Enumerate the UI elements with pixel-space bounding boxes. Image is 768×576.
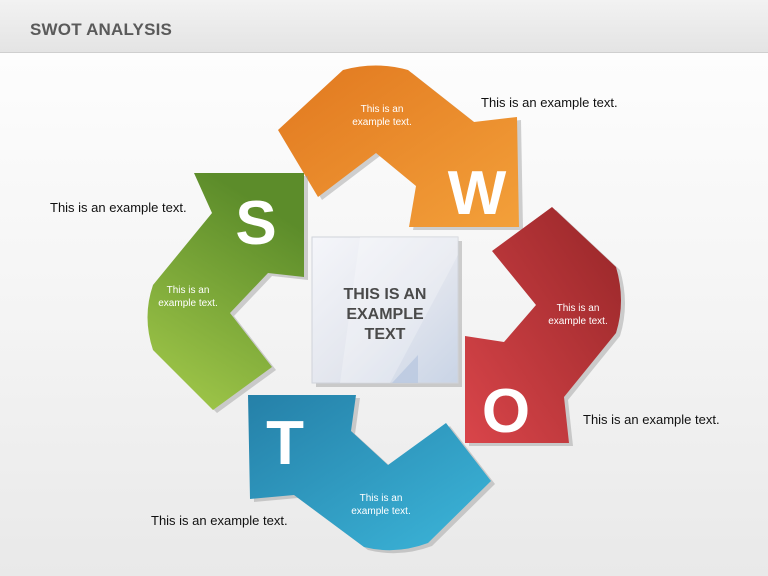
o-arrow-group: O This is an example text. [465, 207, 625, 446]
center-text-3: TEXT [365, 326, 406, 343]
center-box-group: THIS IS AN EXAMPLE TEXT [311, 236, 462, 387]
s-inner-text-2: example text. [158, 298, 217, 309]
w-arrow [278, 65, 519, 227]
t-inner-text-2: example text. [351, 506, 410, 517]
header-bar: SWOT ANALYSIS [0, 0, 768, 53]
center-box-highlight [392, 355, 418, 383]
o-inner-text-2: example text. [548, 316, 607, 327]
w-arrow-group: W This is an example text. [278, 65, 523, 230]
w-letter: W [448, 159, 507, 228]
center-text-1: THIS IS AN [344, 286, 427, 303]
w-inner-text-2: example text. [352, 117, 411, 128]
s-letter: S [235, 189, 276, 258]
w-side-text: This is an example text. [481, 95, 618, 110]
s-side-text: This is an example text. [50, 200, 187, 215]
center-text-2: EXAMPLE [346, 306, 424, 323]
s-inner-text-1: This is an [167, 285, 210, 296]
t-arrow-group: T This is an example text. [248, 395, 495, 554]
o-inner-text-1: This is an [557, 303, 600, 314]
page-title: SWOT ANALYSIS [30, 20, 173, 39]
t-inner-text-1: This is an [360, 493, 403, 504]
o-arrow [465, 207, 621, 443]
s-arrow-group: S This is an example text. [147, 173, 308, 413]
center-box-sheen [340, 237, 458, 383]
o-side-text: This is an example text. [583, 412, 720, 427]
center-box [311, 236, 459, 384]
w-inner-text-1: This is an [361, 104, 404, 115]
o-letter: O [482, 377, 530, 446]
t-letter: T [266, 409, 304, 478]
t-side-text: This is an example text. [151, 513, 288, 528]
t-arrow [248, 395, 491, 551]
s-arrow [147, 173, 304, 410]
